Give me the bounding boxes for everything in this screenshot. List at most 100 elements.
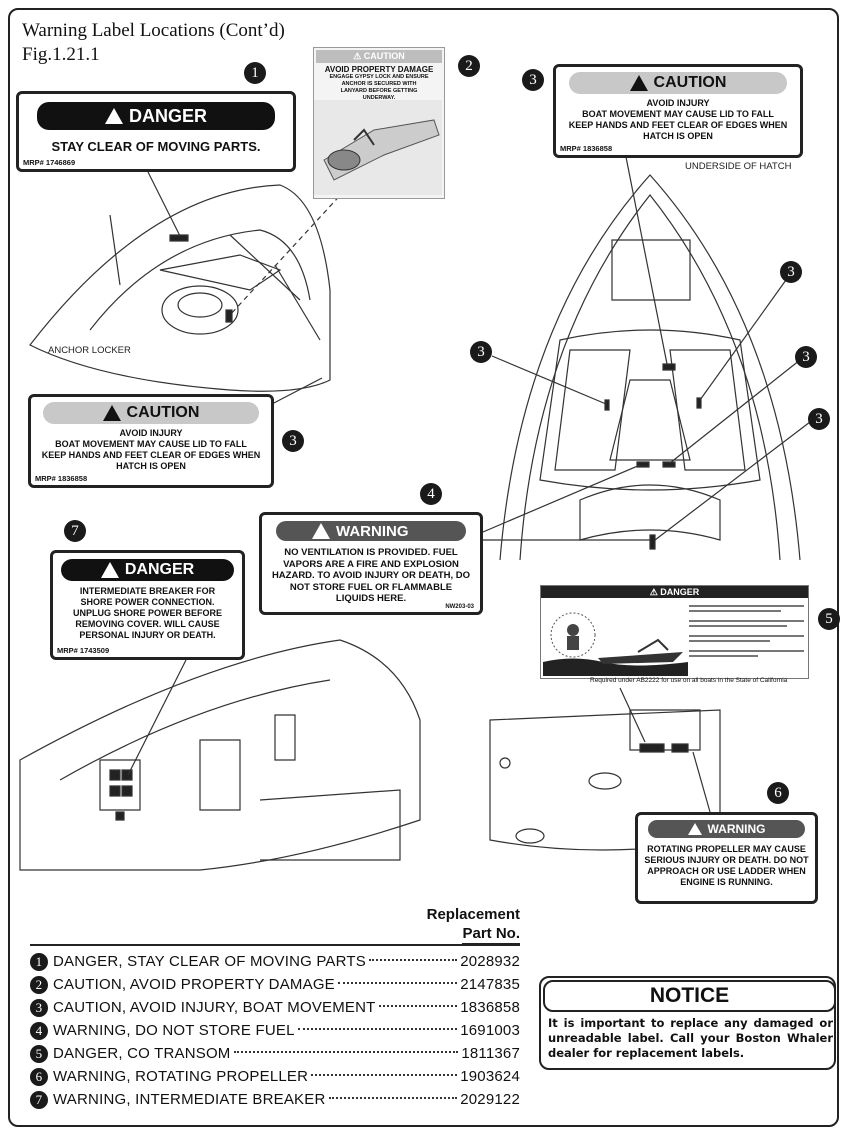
callout-6: 6 — [767, 782, 789, 804]
parts-row-part-number: 1903624 — [460, 1068, 520, 1085]
callout-3: 3 — [522, 69, 544, 91]
parts-row-part-number: 2028932 — [460, 953, 520, 970]
bow-hull-outline — [500, 175, 800, 560]
caution-title: AVOID PROPERTY DAMAGE — [324, 65, 434, 74]
caution-text: ENGAGE GYPSY LOCK AND ENSURE ANCHOR IS S… — [329, 74, 429, 101]
warning-triangle-icon — [100, 562, 119, 578]
caution-label-hatch-left: CAUTION AVOID INJURY BOAT MOVEMENT MAY C… — [28, 394, 274, 488]
anchor-winch — [162, 286, 238, 334]
parts-row-part-number: 2147835 — [460, 976, 520, 993]
mrp-number: MRP# 1746869 — [23, 158, 76, 167]
parts-row-leader-dots — [328, 1096, 458, 1099]
console-outline — [20, 640, 420, 870]
parts-row-number: 1 — [30, 952, 48, 971]
parts-row: 6 WARNING, ROTATING PROPELLER 1903624 — [30, 1065, 520, 1088]
caution-body: AVOID INJURY BOAT MOVEMENT MAY CAUSE LID… — [31, 428, 271, 472]
callout-2: 2 — [458, 55, 480, 77]
callout-3: 3 — [470, 341, 492, 363]
caution-header: ⚠ CAUTION — [316, 50, 442, 63]
danger-header-text: DANGER — [128, 105, 207, 126]
caution-line: KEEP HANDS AND FEET CLEAR OF EDGES WHEN — [568, 120, 788, 130]
danger-label-text: STAY CLEAR OF MOVING PARTS. — [51, 139, 261, 154]
callout-3: 3 — [808, 408, 830, 430]
parts-row-number: 7 — [30, 1090, 48, 1109]
parts-row-description: DANGER, STAY CLEAR OF MOVING PARTS — [53, 953, 366, 970]
danger-label-moving-parts: DANGER STAY CLEAR OF MOVING PARTS. MRP# … — [16, 91, 296, 172]
parts-row-description: CAUTION, AVOID PROPERTY DAMAGE — [53, 976, 335, 993]
parts-row-number: 4 — [30, 1021, 48, 1040]
parts-row-leader-dots — [233, 1050, 459, 1053]
caution-line: BOAT MOVEMENT MAY CAUSE LID TO FALL — [55, 439, 247, 449]
label-code: NW203-03 — [445, 604, 474, 610]
warning-header-text: WARNING — [707, 822, 766, 836]
warning-header-text: WARNING — [336, 522, 409, 540]
parts-row-leader-dots — [378, 1004, 458, 1007]
parts-divider — [30, 944, 520, 946]
parts-row-number: 2 — [30, 975, 48, 994]
forward-hatch — [540, 330, 760, 490]
parts-row-part-number: 1691003 — [460, 1022, 520, 1039]
caution-body: AVOID INJURY BOAT MOVEMENT MAY CAUSE LID… — [556, 98, 800, 142]
parts-row-number: 6 — [30, 1067, 48, 1086]
parts-row-number: 3 — [30, 998, 48, 1017]
warning-header: WARNING — [648, 820, 805, 838]
danger-label-breaker: DANGER INTERMEDIATE BREAKER FOR SHORE PO… — [50, 550, 245, 660]
parts-heading-part-no: Part No. — [462, 924, 520, 945]
caution-line: AVOID INJURY — [119, 428, 183, 438]
mrp-number: MRP# 1836858 — [35, 474, 88, 483]
parts-row-description: WARNING, INTERMEDIATE BREAKER — [53, 1091, 326, 1108]
caution-header: CAUTION — [43, 402, 259, 424]
callout-3: 3 — [282, 430, 304, 452]
warning-label-propeller: WARNING ROTATING PROPELLER MAY CAUSE SER… — [635, 812, 818, 904]
parts-list: 1 DANGER, STAY CLEAR OF MOVING PARTS 20289… — [30, 944, 520, 1111]
parts-row-leader-dots — [297, 1027, 458, 1030]
page-frame — [8, 8, 839, 1127]
callout-5: 5 — [818, 608, 840, 630]
danger-header-text: DANGER — [124, 561, 195, 578]
parts-row-part-number: 1811367 — [461, 1045, 520, 1062]
warning-triangle-icon — [102, 405, 121, 421]
mrp-number: MRP# 1743509 — [57, 646, 110, 655]
mrp-number: MRP# 1836858 — [560, 144, 613, 153]
notice-text: It is important to replace any damaged o… — [548, 1016, 833, 1060]
danger-label-text: INTERMEDIATE BREAKER FOR SHORE POWER CON… — [72, 586, 222, 640]
callout-7: 7 — [64, 520, 86, 542]
warning-triangle-icon — [629, 75, 648, 91]
callout-3: 3 — [795, 346, 817, 368]
parts-row: 2 CAUTION, AVOID PROPERTY DAMAGE 2147835 — [30, 973, 520, 996]
parts-heading-replacement: Replacement — [426, 906, 520, 923]
warning-text: NO VENTILATION IS PROVIDED. FUEL VAPORS … — [271, 547, 471, 604]
underside-of-hatch-caption: UNDERSIDE OF HATCH — [685, 161, 792, 172]
danger-header: DANGER — [61, 559, 234, 581]
figure-number: Fig.1.21.1 — [22, 44, 100, 65]
caution-label-hatch-top: CAUTION AVOID INJURY BOAT MOVEMENT MAY C… — [553, 64, 803, 158]
caution-label-property-damage: ⚠ CAUTION AVOID PROPERTY DAMAGE ENGAGE G… — [313, 47, 445, 199]
warning-triangle-icon — [312, 523, 330, 539]
co-text-lines — [689, 602, 804, 660]
parts-row-leader-dots — [311, 1073, 458, 1076]
danger-header-text: DANGER — [660, 587, 700, 597]
co-hazard-illustration — [543, 600, 688, 676]
parts-row: 1 DANGER, STAY CLEAR OF MOVING PARTS 20289… — [30, 950, 520, 973]
parts-row-description: WARNING, ROTATING PROPELLER — [53, 1068, 309, 1085]
warning-text: ROTATING PROPELLER MAY CAUSE SERIOUS INJ… — [644, 844, 809, 887]
callout-3: 3 — [780, 261, 802, 283]
danger-label-co-transom: ⚠ DANGER — [540, 585, 809, 679]
parts-row-number: 5 — [30, 1044, 48, 1063]
caution-header: CAUTION — [569, 72, 787, 94]
caution-header-text: CAUTION — [363, 51, 405, 61]
callout-1: 1 — [244, 62, 266, 84]
page-title: Warning Label Locations (Cont’d) — [22, 20, 285, 41]
caution-line: BOAT MOVEMENT MAY CAUSE LID TO FALL — [582, 109, 774, 119]
co-requirement-caption: Required under AB2222 for use on all boa… — [590, 677, 788, 684]
notice-title: NOTICE — [543, 980, 836, 1012]
warning-header: WARNING — [276, 521, 466, 541]
anchor-locker-hull — [30, 185, 330, 391]
parts-heading: Replacement Part No. — [380, 905, 520, 945]
parts-row-part-number: 1836858 — [460, 999, 520, 1016]
